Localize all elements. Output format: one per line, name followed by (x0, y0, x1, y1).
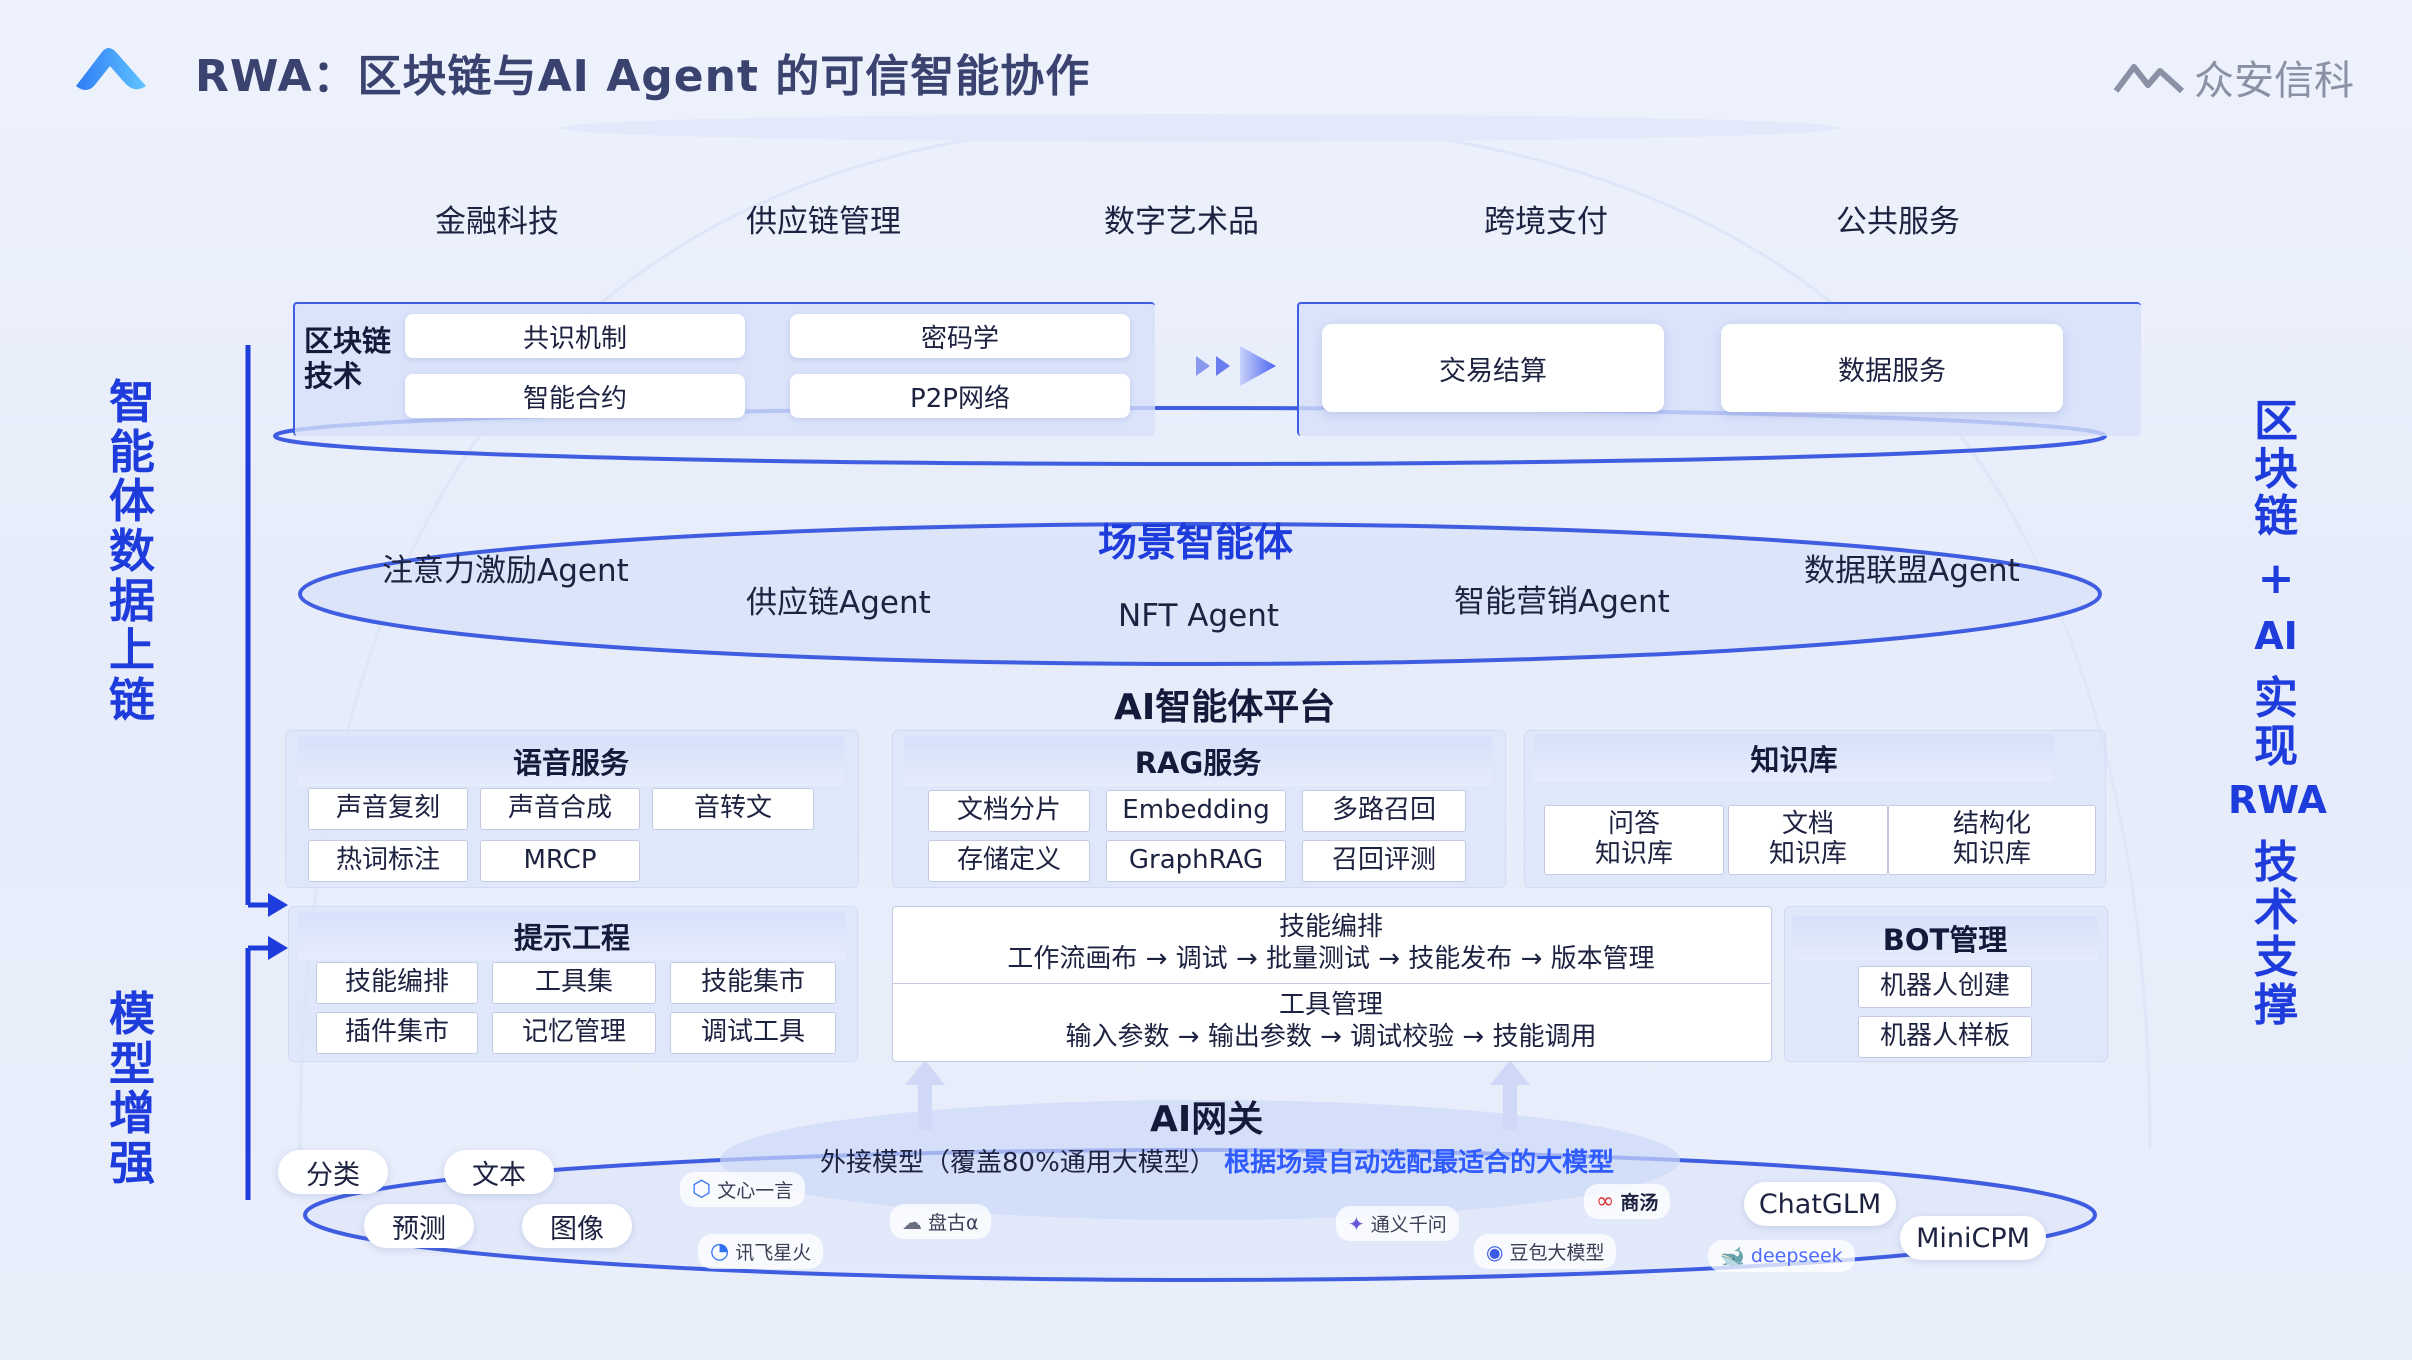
page-title: RWA：区块链与AI Agent 的可信智能协作 (195, 51, 1091, 102)
skill-tool-panel (892, 906, 1772, 1062)
prompt-item: 技能集市 (670, 962, 836, 1004)
deepseek-icon: 🐋 (1720, 1244, 1745, 1268)
left-label-model-enhance: 模型增强 (109, 987, 155, 1191)
left-label-data-onchain: 智能体数据上链 (109, 375, 155, 728)
app-item: 供应链管理 (746, 204, 901, 240)
scene-agents-title: 场景智能体 (1098, 521, 1294, 566)
gateway-desc-text: 外接模型（覆盖80%通用大模型） (820, 1148, 1216, 1178)
sensetime-icon: ∞ (1596, 1189, 1615, 1214)
voice-item: MRCP (480, 840, 640, 882)
knowledge-base-title: 知识库 (1534, 734, 2054, 782)
rag-service-title: RAG服务 (904, 736, 1492, 786)
wenxin-icon: ⬡ (692, 1177, 712, 1202)
brand-logo: 众安信科 (2112, 48, 2354, 106)
right-label-ai: AI (2254, 614, 2298, 659)
kb-item: 结构化 知识库 (1888, 805, 2096, 875)
model-name: 文心一言 (717, 1180, 794, 1202)
prompt-item: 工具集 (492, 962, 656, 1004)
model-badge: ∞ 商汤 (1584, 1184, 1671, 1219)
rag-item: 多路召回 (1302, 790, 1466, 832)
agent-item: NFT Agent (1118, 598, 1280, 634)
gateway-highlight: 根据场景自动选配最适合的大模型 (1224, 1148, 1615, 1178)
service-pill: 数据服务 (1721, 324, 2063, 412)
agent-item: 注意力激励Agent (382, 553, 629, 589)
tool-management-title: 工具管理 (1278, 990, 1383, 1020)
tech-pill: 密码学 (790, 314, 1130, 358)
kb-item: 文档 知识库 (1728, 805, 1888, 875)
tongyi-icon: ✦ (1348, 1211, 1365, 1236)
model-name: 盘古α (928, 1212, 979, 1234)
agent-item: 供应链Agent (746, 585, 931, 621)
bot-item: 机器人创建 (1858, 966, 2032, 1008)
kb-item: 问答 知识库 (1544, 805, 1724, 875)
rag-item: GraphRAG (1106, 840, 1286, 882)
doubao-icon: ◉ (1486, 1239, 1504, 1264)
tech-pill: 共识机制 (405, 314, 745, 358)
gateway-description: 外接模型（覆盖80%通用大模型） 根据场景自动选配最适合的大模型 (820, 1142, 1614, 1179)
prompt-engineering-title: 提示工程 (298, 912, 846, 960)
bot-management-title: BOT管理 (1792, 916, 2098, 960)
xunfei-icon: ◔ (710, 1239, 730, 1264)
platform-title: AI智能体平台 (1114, 687, 1336, 728)
model-name: 商汤 (1620, 1192, 1659, 1214)
tech-pill: 智能合约 (405, 374, 745, 418)
model-badge: ◔ 讯飞星火 (698, 1234, 824, 1269)
voice-item: 音转文 (652, 788, 814, 830)
model-name: 讯飞星火 (735, 1242, 812, 1264)
prompt-item: 插件集市 (316, 1012, 478, 1054)
bot-item: 机器人样板 (1858, 1016, 2032, 1058)
right-label-group: 区块链 + AI 实现 RWA 技术支撑 (2228, 396, 2327, 1031)
model-name: deepseek (1750, 1245, 1843, 1267)
brand-mark-icon (2113, 64, 2185, 94)
pangu-icon: ☁ (902, 1209, 922, 1234)
prompt-item: 调试工具 (670, 1012, 836, 1054)
brand-name: 众安信科 (2194, 58, 2354, 104)
tool-management-flow: 输入参数 → 输出参数 → 调试校验 → 技能调用 (1065, 1022, 1597, 1052)
rag-item: 文档分片 (928, 790, 1090, 832)
model-badge: ◉ 豆包大模型 (1474, 1234, 1617, 1269)
tech-pill: P2P网络 (790, 374, 1130, 418)
model-chip: ChatGLM (1744, 1182, 1896, 1226)
skill-tool-divider (892, 983, 1770, 984)
voice-item: 声音合成 (480, 788, 640, 830)
service-pill: 交易结算 (1322, 324, 1664, 412)
model-chip: MiniCPM (1900, 1216, 2046, 1260)
app-item: 跨境支付 (1484, 204, 1608, 240)
agent-item: 智能营销Agent (1454, 584, 1670, 620)
right-label-support: 技术支撑 (2254, 837, 2298, 1031)
skill-orchestration-title: 技能编排 (1278, 912, 1383, 942)
voice-item: 声音复刻 (308, 788, 468, 830)
right-label-blockchain: 区块链 (2254, 396, 2298, 543)
app-item: 公共服务 (1836, 204, 1960, 240)
skill-orchestration-flow: 工作流画布 → 调试 → 批量测试 → 技能发布 → 版本管理 (1007, 944, 1655, 974)
prompt-item: 记忆管理 (492, 1012, 656, 1054)
voice-item: 热词标注 (308, 840, 468, 882)
right-label-rwa: RWA (2228, 778, 2327, 823)
app-item: 金融科技 (435, 204, 559, 240)
task-chip: 文本 (444, 1150, 554, 1194)
model-badge: 🐋 deepseek (1708, 1240, 1855, 1272)
agent-item: 数据联盟Agent (1804, 553, 2020, 589)
company-logo (76, 48, 146, 90)
model-badge: ⬡ 文心一言 (680, 1172, 806, 1207)
model-name: 豆包大模型 (1509, 1242, 1605, 1264)
model-name: 通义千问 (1370, 1214, 1447, 1236)
blockchain-label: 区块链技术 (304, 324, 392, 393)
prompt-item: 技能编排 (316, 962, 478, 1004)
rag-item: 召回评测 (1302, 840, 1466, 882)
voice-service-title: 语音服务 (298, 736, 844, 786)
right-label-plus: + (2257, 552, 2295, 604)
rag-item: Embedding (1106, 790, 1286, 832)
gateway-title: AI网关 (1150, 1099, 1264, 1140)
task-chip: 分类 (278, 1150, 388, 1194)
task-chip: 图像 (522, 1204, 632, 1248)
app-item: 数字艺术品 (1104, 204, 1259, 240)
right-label-realize: 实现 (2254, 673, 2298, 772)
task-chip: 预测 (364, 1204, 474, 1248)
model-badge: ☁ 盘古α (890, 1204, 991, 1239)
rag-item: 存储定义 (928, 840, 1090, 882)
model-badge: ✦ 通义千问 (1336, 1206, 1459, 1241)
